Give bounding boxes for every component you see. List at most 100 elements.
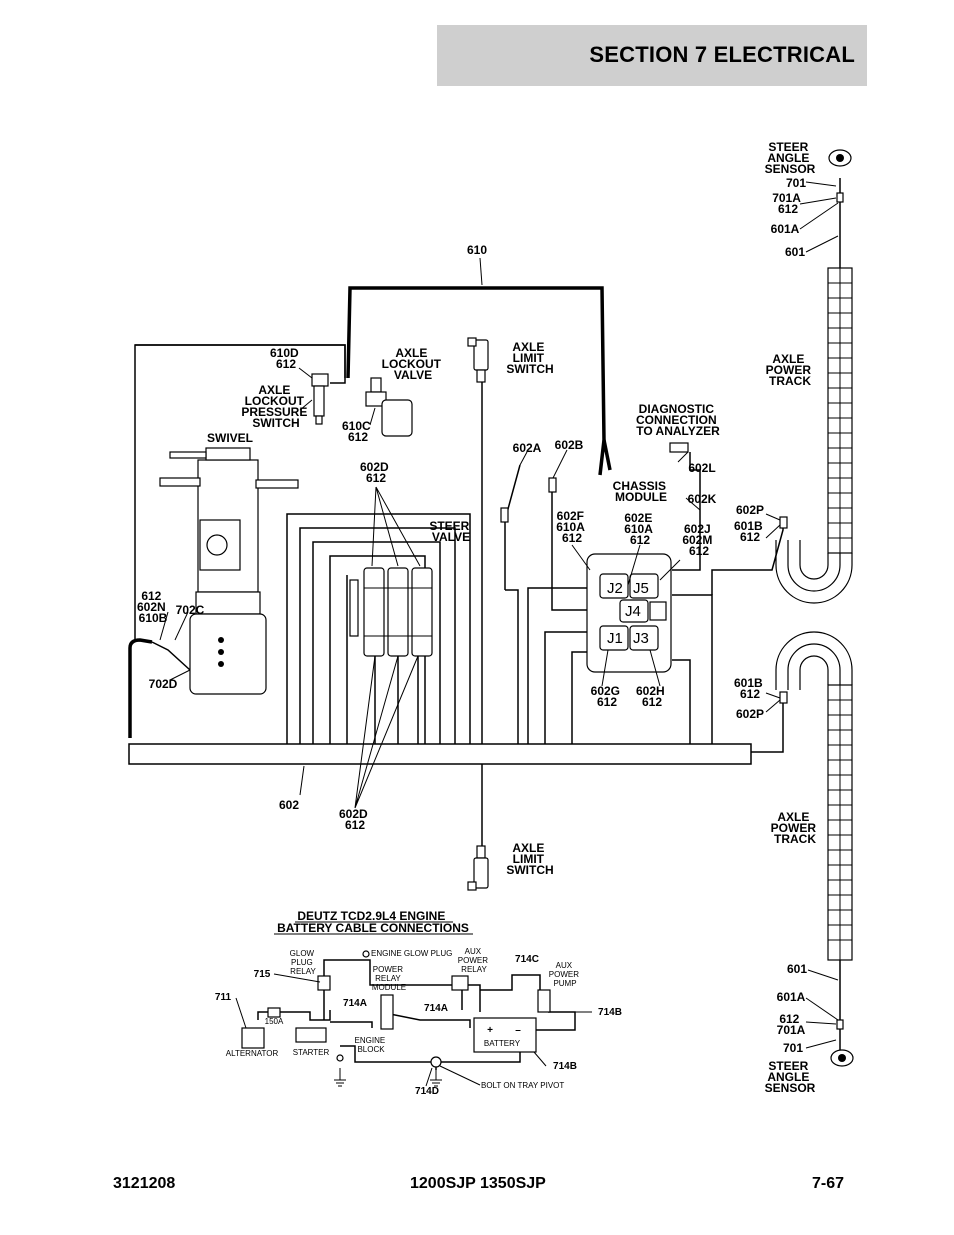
wire-714b-top [535, 1011, 576, 1031]
connector-j2 [599, 573, 629, 599]
wire-714c [480, 974, 541, 991]
label-engine-glow-plug: ENGINE GLOW PLUG [371, 949, 452, 958]
label-150a: 150A [265, 1017, 284, 1026]
swivel-assembly [151, 447, 299, 695]
label-starter: STARTER [293, 1048, 330, 1057]
label-601a-top: 601A [771, 222, 800, 236]
label-j2: J2 [607, 580, 623, 597]
label-602f-610a-612: 602F 610A 612 [556, 509, 588, 545]
label-602e-610a-612: 602E 610A 612 [624, 511, 656, 547]
label-602a: 602A [513, 441, 542, 455]
label-715: 715 [254, 969, 271, 980]
connector-602p-bottom [779, 691, 788, 704]
labels: STEER ANGLE SENSOR 701 701A 612 601A 601… [137, 140, 820, 1097]
label-battery-plus: + [487, 1025, 493, 1036]
wire-602a [504, 464, 521, 744]
label-chassis-module: CHASSIS MODULE [613, 479, 670, 504]
label-battery-minus: – [515, 1025, 521, 1036]
diagnostic-connector [669, 442, 689, 453]
engine-glow-plug [362, 950, 370, 958]
wire-711 [257, 1010, 331, 1021]
label-601b-612-top: 601B 612 [734, 519, 766, 544]
wire-602b [551, 492, 598, 611]
label-axle-power-track-bottom: AXLE POWER TRACK [771, 810, 820, 846]
label-axle-lockout-pressure-switch: AXLE LOCKOUT PRESSURE SWITCH [241, 383, 310, 430]
leader-bolt-on-tray [439, 1065, 481, 1086]
label-bolt-on-tray-pivot: BOLT ON TRAY PIVOT [481, 1081, 564, 1090]
axle-lockout-valve [365, 377, 413, 437]
battery-cable-diagram [241, 950, 576, 1087]
label-601-top: 601 [785, 245, 805, 259]
label-602k: 602K [688, 492, 717, 506]
aux-power-relay [451, 975, 469, 991]
chassis-module [586, 553, 672, 673]
label-aux-power-pump: AUX POWER PUMP [549, 961, 581, 988]
wire-steer-valve-3 [312, 541, 441, 744]
alternator [241, 1027, 265, 1049]
steer-valve [349, 567, 433, 657]
label-714a-left: 714A [343, 998, 367, 1009]
battery-title-underline [274, 921, 473, 935]
connector-602a [500, 507, 509, 523]
label-714b-top: 714B [598, 1007, 622, 1018]
axle-limit-switch-top [467, 337, 489, 383]
label-axle-lockout-valve: AXLE LOCKOUT VALVE [382, 346, 445, 382]
axle-power-track-bottom [775, 631, 853, 961]
label-j5: J5 [633, 580, 649, 597]
label-j1: J1 [607, 630, 623, 647]
wire-602h [672, 659, 691, 744]
label-601-bottom: 601 [787, 962, 807, 976]
steer-angle-sensor-top [828, 149, 852, 203]
label-612-602n-610b: 612 602N 610B [137, 589, 169, 625]
connector-j1 [599, 625, 629, 651]
label-engine-block: ENGINE BLOCK [355, 1036, 388, 1054]
label-axle-limit-switch-bottom: AXLE LIMIT SWITCH [506, 841, 553, 877]
leader-602d-bottom [354, 655, 419, 809]
section-title: SECTION 7 ELECTRICAL [589, 42, 855, 67]
label-610c-612: 610C 612 [342, 419, 374, 444]
leader-lines [159, 181, 839, 1087]
wire-610d [135, 344, 346, 384]
power-relay-module [380, 994, 394, 1030]
label-axle-limit-switch-top: AXLE LIMIT SWITCH [506, 340, 553, 376]
label-701-top: 701 [786, 176, 806, 190]
axle-limit-switch-bottom [467, 845, 489, 891]
wire-602-j1 [571, 651, 590, 744]
connector-602b [548, 477, 557, 493]
steer-angle-sensor-bottom [830, 1019, 854, 1067]
label-610d-612: 610D 612 [270, 346, 302, 371]
connector-j5 [629, 573, 659, 599]
engine-block-ground [336, 1054, 344, 1062]
footer-page-number: 7-67 [812, 1175, 845, 1192]
wire-valve-drops [374, 656, 419, 744]
label-714d: 714D [415, 1086, 439, 1097]
label-602p-bottom: 602P [736, 707, 764, 721]
label-602b: 602B [555, 438, 584, 452]
label-glow-plug-relay: GLOW PLUG RELAY [290, 949, 317, 976]
label-602j-602m-612: 602J 602M 612 [682, 522, 715, 558]
fuse-150a [267, 1007, 281, 1018]
wire-610 [346, 286, 606, 476]
wire-714b-bottom [340, 1045, 521, 1063]
leader-602 [299, 765, 305, 796]
label-714a-right: 714A [424, 1003, 448, 1014]
label-aux-power-relay: AUX POWER RELAY [458, 947, 490, 974]
label-battery: BATTERY [484, 1039, 521, 1048]
ground-symbol-right [430, 1070, 442, 1087]
wire-714a-left [330, 1021, 373, 1028]
wire-602f [527, 587, 600, 744]
axle-lockout-pressure-switch [311, 373, 329, 425]
label-alternator: ALTERNATOR [226, 1049, 279, 1058]
label-602: 602 [279, 798, 299, 812]
label-swivel: SWIVEL [207, 431, 253, 445]
label-714c: 714C [515, 954, 539, 965]
label-axle-power-track-top: AXLE POWER TRACK [766, 352, 815, 388]
label-702d: 702D [149, 677, 178, 691]
label-702c: 702C [176, 603, 205, 617]
starter [295, 1027, 327, 1043]
label-power-relay-module: POWER RELAY MODULE [372, 965, 406, 992]
glow-plug-relay [317, 975, 331, 991]
aux-power-pump [537, 989, 551, 1013]
wire-602k [672, 594, 713, 744]
